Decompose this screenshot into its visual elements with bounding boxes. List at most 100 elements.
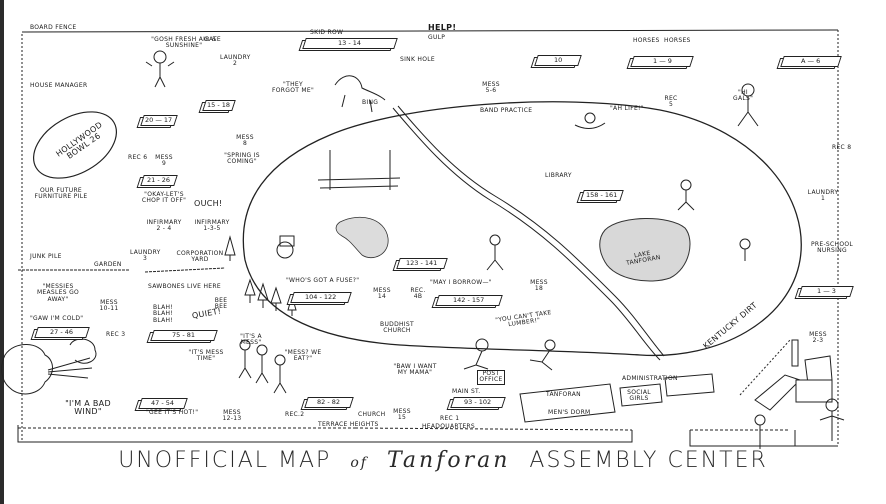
tanforan-dorm-label: TANFORAN: [546, 391, 581, 398]
quote-may-i-borrow: "MAY I BORROW—": [430, 279, 492, 286]
band-practice-label: BAND PRACTICE: [480, 107, 533, 114]
mess-15-label: MESS 15: [393, 408, 411, 422]
buddhist-church-label: BUDDHIST CHURCH: [380, 321, 414, 335]
quote-messies: "MESSIES MEASLES GO AWAY": [36, 283, 80, 303]
mess-8-label: MESS 8: [236, 134, 254, 148]
furniture-pile-label: OUR FUTURE FURNITURE PILE: [34, 187, 88, 201]
quote-spring: "SPRING IS COMING": [224, 152, 260, 166]
main-st-label: MAIN ST.: [452, 388, 481, 395]
board-fence-label: BOARD FENCE: [30, 24, 77, 31]
barrack-75-81[interactable]: 75 - 81: [150, 330, 218, 341]
title-name: Tanforan: [386, 448, 511, 473]
barrack-158-161[interactable]: 158 - 161: [580, 190, 624, 201]
house-manager-label: HOUSE MANAGER: [30, 82, 88, 89]
quote-bad-wind: "I'M A BAD WIND": [65, 399, 111, 417]
quote-whos-got-fuse: "WHO'S GOT A FUSE?": [286, 277, 360, 284]
title-prefix: UNOFFICIAL MAP: [118, 448, 332, 473]
scan-edge: [0, 0, 4, 504]
corporation-yard-label: CORPORATION YARD: [176, 250, 224, 264]
perimeter-fence: [17, 29, 839, 447]
barrack-21-26[interactable]: 21 - 26: [140, 175, 178, 186]
barrack-skid-row[interactable]: 13 - 14: [302, 38, 398, 49]
barrack-142-157[interactable]: 142 - 157: [435, 295, 503, 306]
barrack-47-54[interactable]: 47 - 54: [138, 398, 188, 409]
interior-fences: [18, 267, 791, 396]
barrack-27-46[interactable]: 27 - 46: [34, 327, 90, 338]
quote-gosh: "GOSH FRESH AIR & SUNSHINE": [151, 36, 217, 50]
mess-10-11-label: MESS 10-11: [99, 299, 119, 313]
quote-ouch: OUCH!: [194, 199, 223, 208]
quote-its-mess-time: "IT'S MESS TIME": [188, 349, 224, 363]
gate-label: GATE: [204, 36, 221, 43]
quote-okay-lets: "OKAY-LET'S CHOP IT OFF": [141, 191, 187, 205]
sawbones-label: SAWBONES LIVE HERE: [148, 283, 221, 290]
barrack-15-18[interactable]: 15 - 18: [202, 100, 236, 111]
sink-hole-label: SINK HOLE: [400, 56, 435, 63]
barrack-a-6[interactable]: A — 6: [780, 56, 842, 67]
laundry-1-label: LAUNDRY 1: [807, 189, 839, 203]
hollywood-bowl-shape: [32, 111, 118, 179]
post-office-label[interactable]: POST OFFICE: [477, 370, 505, 385]
title-suffix: ASSEMBLY CENTER: [529, 448, 768, 473]
rec-4b-label: REC. 4B: [410, 287, 426, 301]
rec-3-label: REC 3: [106, 331, 126, 338]
barrack-82-82[interactable]: 82 - 82: [304, 397, 354, 408]
garden-label: GARDEN: [94, 261, 122, 268]
title-of: of: [350, 455, 368, 471]
bottom-right-buildings: [519, 339, 833, 423]
quote-gee-hot: "GEE IT'S HOT!": [146, 409, 199, 416]
laundry-2-label: LAUNDRY 2: [220, 54, 251, 68]
mess-2-3-label: MESS 2-3: [809, 331, 827, 345]
headquarters-label: HEADQUARTERS: [422, 423, 476, 430]
map-title: UNOFFICIAL MAP of Tanforan ASSEMBLY CENT…: [0, 448, 886, 473]
rec-1-label: REC 1: [440, 415, 460, 422]
barrack-104-122[interactable]: 104 - 122: [290, 292, 352, 303]
quote-baw: "BAW I WANT MY MAMA": [393, 363, 437, 377]
barrack-93-102[interactable]: 93 - 102: [450, 397, 506, 408]
quote-they-forgot: "THEY FORGOT ME": [272, 81, 315, 95]
barrack-10[interactable]: 10: [534, 55, 582, 66]
social-girls-label: SOCIAL GIRLS: [627, 389, 651, 403]
pond-shape: [335, 216, 389, 259]
horses-label: HORSES HORSES: [633, 37, 691, 44]
trees: [224, 235, 297, 316]
gulp-label: GULP: [428, 34, 446, 41]
rec-6-label: REC 6: [128, 154, 148, 161]
infirmary-2-4-label: INFIRMARY 2 - 4: [146, 219, 182, 233]
quote-hi-gals: "HI GALS": [733, 89, 754, 103]
mess-18-label: MESS 18: [530, 279, 548, 293]
quote-gaw-cold: "GAW I'M COLD": [30, 315, 84, 322]
library-label: LIBRARY: [545, 172, 572, 179]
terrace-heights-label: TERRACE HEIGHTS: [318, 421, 379, 428]
rec-2-label: REC.2: [285, 411, 305, 418]
barrack-1-9[interactable]: 1 — 9: [630, 56, 694, 67]
lake-tanforan-shape: [599, 218, 691, 282]
junk-pile-label: JUNK PILE: [30, 253, 62, 260]
barrack-20-17[interactable]: 20 — 17: [140, 115, 178, 126]
mess-9-label: MESS 9: [155, 154, 173, 168]
church-label: CHURCH: [358, 411, 386, 418]
rec-8-label: REC 8: [832, 144, 852, 151]
mess-5-6-label: MESS 5-6: [482, 81, 500, 95]
quote-blah: BLAH! BLAH! BLAH!: [152, 304, 174, 324]
help-label: HELP!: [428, 23, 457, 32]
cartoon-figures: [145, 50, 845, 449]
rec-5-label: REC 5: [664, 95, 678, 109]
infirmary-1-3-5-label: INFIRMARY 1-3-5: [194, 219, 230, 233]
laundry-3-label: LAUNDRY 3: [130, 249, 161, 263]
creek: [392, 107, 661, 361]
skid-row-label: SKID ROW: [310, 29, 344, 36]
barrack-123-141[interactable]: 123 - 141: [396, 258, 448, 269]
mens-dorm-label: MEN'S DORM: [548, 409, 591, 416]
quote-its-a-mess: "IT'S A MESS": [240, 333, 262, 347]
mess-12-13-label: MESS 12-13: [222, 409, 242, 423]
pre-school-label: PRE-SCHOOL NURSING: [810, 241, 854, 255]
bing-label: BING: [362, 99, 379, 106]
bee-bee-label: BEE BEE: [214, 297, 228, 311]
quote-ah-life: "AH LIFE!": [610, 105, 644, 112]
quote-messt-we-eat: "MESS? WE EAT?": [284, 349, 322, 363]
administration-label: ADMINISTRATION: [622, 375, 678, 382]
mess-14-label: MESS 14: [373, 287, 391, 301]
barrack-1-3[interactable]: 1 — 3: [798, 286, 854, 297]
